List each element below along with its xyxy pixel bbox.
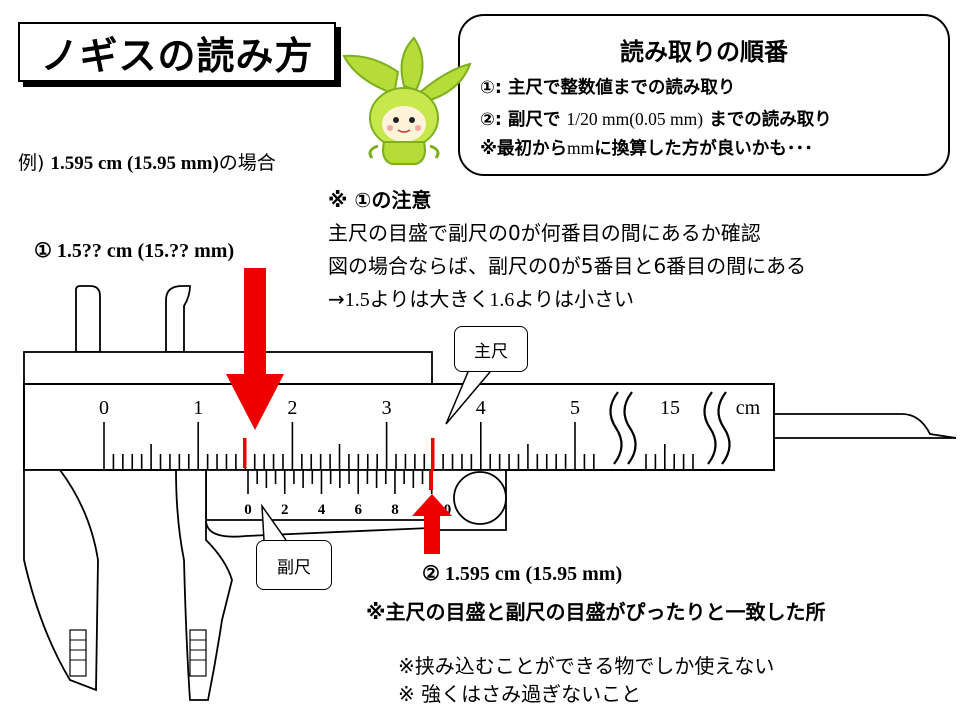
vernier-scale-callout: 副尺 [256,540,332,590]
caution-line-3: →1.5よりは大きく1.6よりは小さい [328,287,634,311]
main-scale-label: cm [736,397,761,419]
main-scale-callout: 主尺 [454,326,528,372]
vernier-scale-label: 4 [318,502,326,518]
reading-2-label: ② 1.595 cm (15.95 mm) [422,563,623,585]
reading-1-arrow [226,268,284,430]
main-scale-label: 3 [382,397,392,419]
caution-line-2: 図の場合ならば、副尺の0が5番目と6番目の間にある [328,254,807,278]
main-scale-label: 1 [193,397,203,419]
main-scale-label: 5 [570,397,580,419]
vernier-scale-label: 2 [281,502,289,518]
main-scale-label: 2 [287,397,297,419]
vernier-scale-label: 6 [354,502,362,518]
main-zero-position-mark [243,438,247,468]
example-line: 例) 1.595 cm (15.95 mm)の場合 [18,152,276,174]
reading-step-2: ②: 副尺で 1/20 mm(0.05 mm) までの読み取り [480,109,832,130]
match-note: ※主尺の目盛と副尺の目盛がぴったりと一致した所 [366,600,826,624]
main-match-mark [431,438,435,470]
reading-order-heading: 読み取りの順番 [620,38,788,66]
mascot-illustration [342,36,472,165]
fixed-upper-jaw [75,285,101,353]
reading-note: ※最初からmmに換算した方が良いかも･･･ [480,138,813,159]
caution-heading: ※ ①の注意 [328,188,432,212]
thumb-wheel [453,471,507,525]
main-scale-label: 4 [476,397,486,419]
main-beam [23,383,775,471]
warning-2: ※ 強くはさみ過ぎないこと [398,682,642,706]
reading-1-label: ① 1.5?? cm (15.?? mm) [34,240,235,262]
page-title: ノギスの読み方 [18,22,336,82]
vernier-match-mark [429,470,433,490]
main-scale-labels: 0 1 2 3 4 5 15 cm [99,397,761,419]
warning-1: ※挟み込むことができる物でしか使えない [398,654,775,678]
main-scale-label: 15 [660,397,680,419]
upper-band [23,351,433,385]
depth-rod [773,413,957,439]
fixed-lower-jaw [23,469,99,692]
vernier-scale-label: 8 [391,502,399,518]
reading-step-1: ①: 主尺で整数値までの読み取り [480,78,736,98]
caution-line-1: 主尺の目盛で副尺の0が何番目の間にあるか確認 [328,221,761,245]
reading-2-arrow [412,494,452,554]
scale-break-marks [609,391,731,465]
vernier-scale-label: 0 [244,502,252,518]
main-scale-ticks [103,422,694,470]
reading-order-box: 読み取りの順番 ①: 主尺で整数値までの読み取り ②: 副尺で 1/20 mm(… [458,14,950,176]
sliding-upper-jaw [165,285,191,353]
main-scale-label: 0 [99,397,109,419]
